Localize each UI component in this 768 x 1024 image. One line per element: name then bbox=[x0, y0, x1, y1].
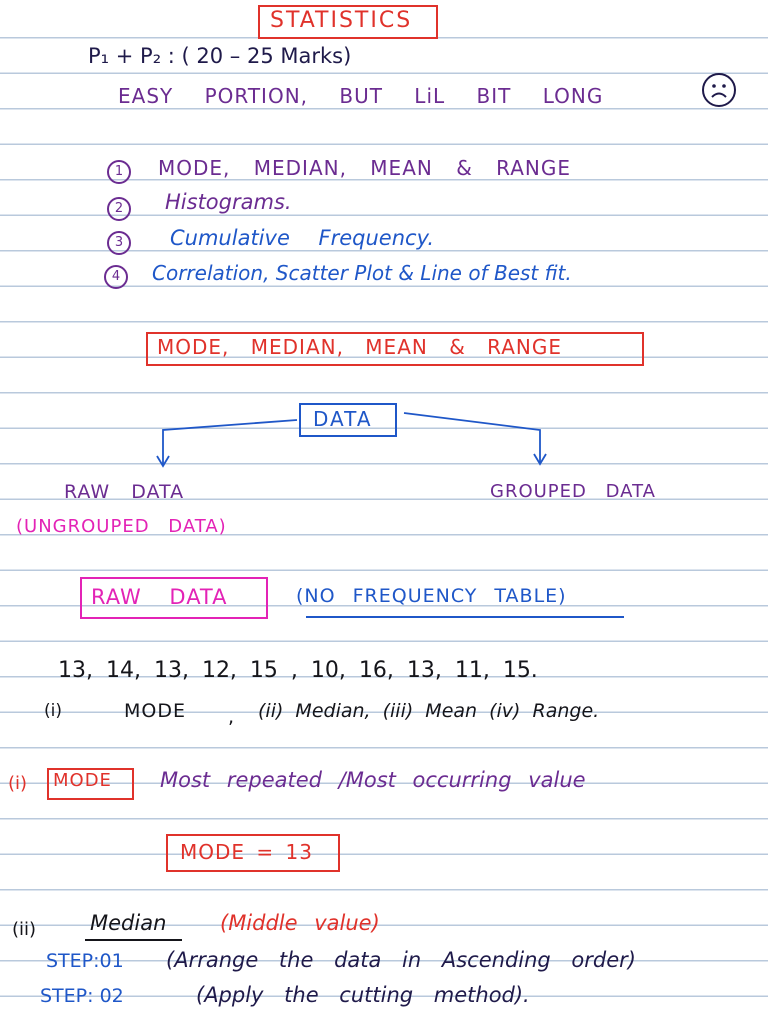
data-box bbox=[299, 403, 397, 437]
section-heading: MODE, MEDIAN, MEAN & RANGE bbox=[157, 335, 563, 359]
page-title: STATISTICS bbox=[270, 8, 413, 33]
data-numbers: 13, 14, 13, 12, 15 , 10, 16, 13, 11, 15. bbox=[58, 658, 538, 683]
raw-data-box bbox=[80, 577, 268, 619]
step-1-label: STEP:01 bbox=[46, 950, 124, 972]
grouped-data-label: GROUPED DATA bbox=[490, 481, 656, 502]
topic-number: 1 bbox=[107, 160, 131, 184]
topic-item: Correlation, Scatter Plot & Line of Best… bbox=[152, 261, 572, 285]
question-1-label: (i) bbox=[44, 701, 62, 721]
mode-label: MODE bbox=[53, 770, 112, 791]
mode-definition: Most repeated /Most occurring value bbox=[160, 768, 586, 792]
step-2-text: (Apply the cutting method). bbox=[196, 983, 530, 1007]
topic-item: Cumulative Frequency. bbox=[170, 226, 435, 250]
mode-label-box bbox=[47, 768, 134, 800]
median-label: Median bbox=[90, 911, 167, 935]
topic-item: MODE, MEDIAN, MEAN & RANGE bbox=[158, 156, 572, 180]
question-separator: , bbox=[228, 706, 235, 728]
median-note: (Middle value) bbox=[220, 911, 380, 935]
step-1-text: (Arrange the data in Ascending order) bbox=[166, 948, 636, 972]
topic-number: 3 bbox=[107, 231, 131, 255]
median-underline bbox=[85, 939, 182, 941]
question-rest: (ii) Median, (iii) Mean (iv) Range. bbox=[258, 700, 600, 722]
no-frequency-table-note: (NO FREQUENCY TABLE) bbox=[296, 585, 567, 607]
raw-data-heading: RAW DATA bbox=[91, 585, 228, 609]
no-frequency-underline bbox=[306, 616, 624, 618]
marks-line: P₁ + P₂ : ( 20 – 25 Marks) bbox=[88, 44, 352, 68]
median-prefix: (ii) bbox=[12, 919, 37, 940]
question-1-text: MODE bbox=[124, 700, 186, 722]
topic-number: 4 bbox=[104, 265, 128, 289]
title-box bbox=[258, 5, 438, 39]
section-heading-box bbox=[146, 332, 644, 366]
step-2-label: STEP: 02 bbox=[40, 985, 124, 1007]
worried-face-icon bbox=[702, 73, 736, 107]
topic-item: Histograms. bbox=[165, 190, 292, 214]
raw-data-label: RAW DATA bbox=[64, 481, 185, 503]
ungrouped-data-label: (UNGROUPED DATA) bbox=[16, 516, 227, 537]
mode-answer: MODE = 13 bbox=[180, 840, 313, 864]
mode-prefix: (i) bbox=[8, 773, 28, 794]
easy-portion-comment: EASY PORTION, BUT LiL BIT LONG bbox=[118, 84, 604, 108]
topic-number: 2 bbox=[107, 197, 131, 221]
data-label: DATA bbox=[313, 407, 373, 431]
mode-answer-box bbox=[166, 834, 340, 872]
